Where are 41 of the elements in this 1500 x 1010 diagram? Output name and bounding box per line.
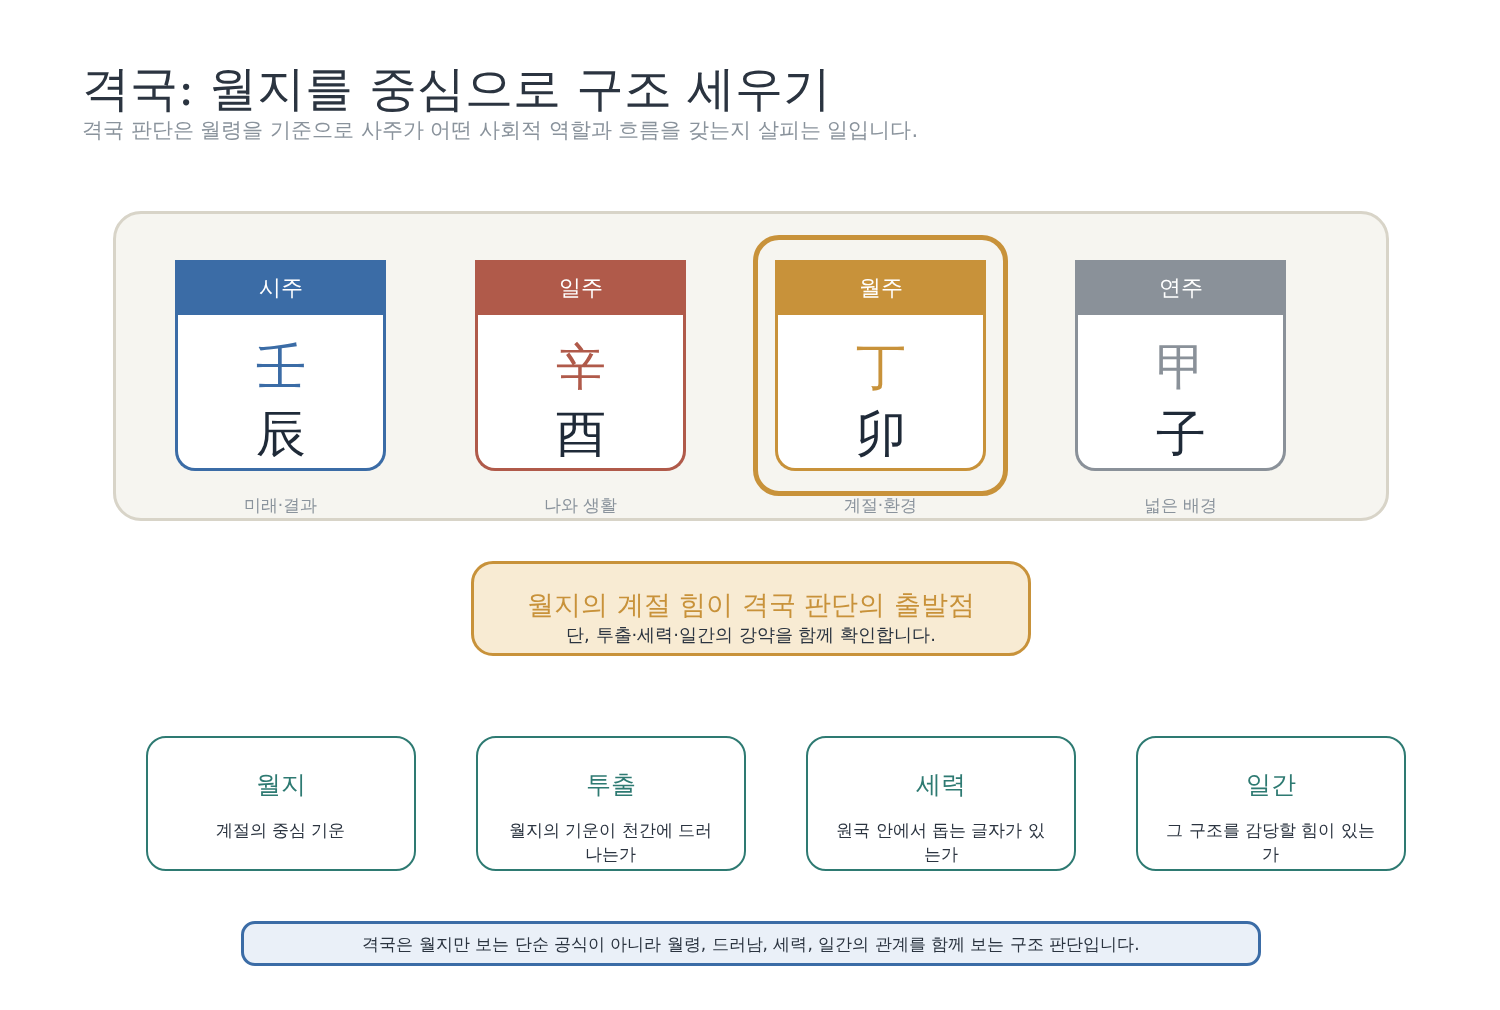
pillar-caption: 넓은 배경 bbox=[1142, 494, 1219, 517]
pillar-card bbox=[775, 260, 986, 471]
key-point-text: 단, 투출·세력·일간의 강약을 함께 확인합니다. bbox=[565, 623, 937, 647]
pillar-panel bbox=[113, 211, 1389, 521]
pillar-header: 월주 bbox=[775, 260, 986, 315]
branch-character: 卯 bbox=[854, 404, 907, 465]
criterion-title: 일간 bbox=[1244, 769, 1297, 801]
pillar-header: 연주 bbox=[1075, 260, 1286, 315]
highlight-frame bbox=[753, 235, 1008, 496]
criterion-title: 월지 bbox=[254, 769, 307, 801]
branch-character: 酉 bbox=[554, 404, 607, 465]
pillar-caption: 계절·환경 bbox=[842, 494, 919, 517]
summary-text: 격국은 월지만 보는 단순 공식이 아니라 월령, 드러남, 세력, 일간의 관계를 함께 보는 구조 판단입니다. bbox=[361, 933, 1141, 956]
criterion-text: 월지의 기운이 천간에 드러나는가 bbox=[507, 819, 714, 866]
pillar-caption: 나와 생활 bbox=[542, 494, 619, 517]
pillar-card bbox=[1075, 260, 1286, 471]
criterion-card bbox=[806, 736, 1076, 871]
criterion-card bbox=[1136, 736, 1406, 871]
subtitle: 격국 판단은 월령을 기준으로 사주가 어떤 사회적 역할과 흐름을 갖는지 살피는 일입니다. bbox=[82, 117, 919, 144]
criterion-card bbox=[146, 736, 416, 871]
pillar-header: 일주 bbox=[475, 260, 686, 315]
criterion-title: 세력 bbox=[914, 769, 967, 801]
pillar-card bbox=[175, 260, 386, 471]
key-point-box bbox=[471, 561, 1031, 656]
diagram-title: 격국: 월지를 중심으로 구조 세우기 bbox=[82, 59, 832, 118]
criterion-text: 원국 안에서 돕는 글자가 있는가 bbox=[835, 819, 1046, 866]
criterion-text: 그 구조를 감당할 힘이 있는가 bbox=[1165, 819, 1376, 866]
stem-character: 辛 bbox=[554, 337, 607, 398]
key-point-heading: 월지의 계절 힘이 격국 판단의 출발점 bbox=[526, 588, 976, 622]
pillar-card bbox=[475, 260, 686, 471]
pillar-header: 시주 bbox=[175, 260, 386, 315]
criterion-text: 계절의 중심 기운 bbox=[214, 819, 347, 842]
stem-character: 甲 bbox=[1154, 337, 1207, 398]
pillar-caption: 미래·결과 bbox=[242, 494, 319, 517]
stem-character: 丁 bbox=[854, 337, 907, 398]
criterion-card bbox=[476, 736, 746, 871]
criterion-title: 투출 bbox=[584, 769, 637, 801]
branch-character: 辰 bbox=[254, 404, 307, 465]
summary-bar bbox=[241, 921, 1261, 966]
stem-character: 壬 bbox=[254, 337, 307, 398]
branch-character: 子 bbox=[1154, 404, 1207, 465]
